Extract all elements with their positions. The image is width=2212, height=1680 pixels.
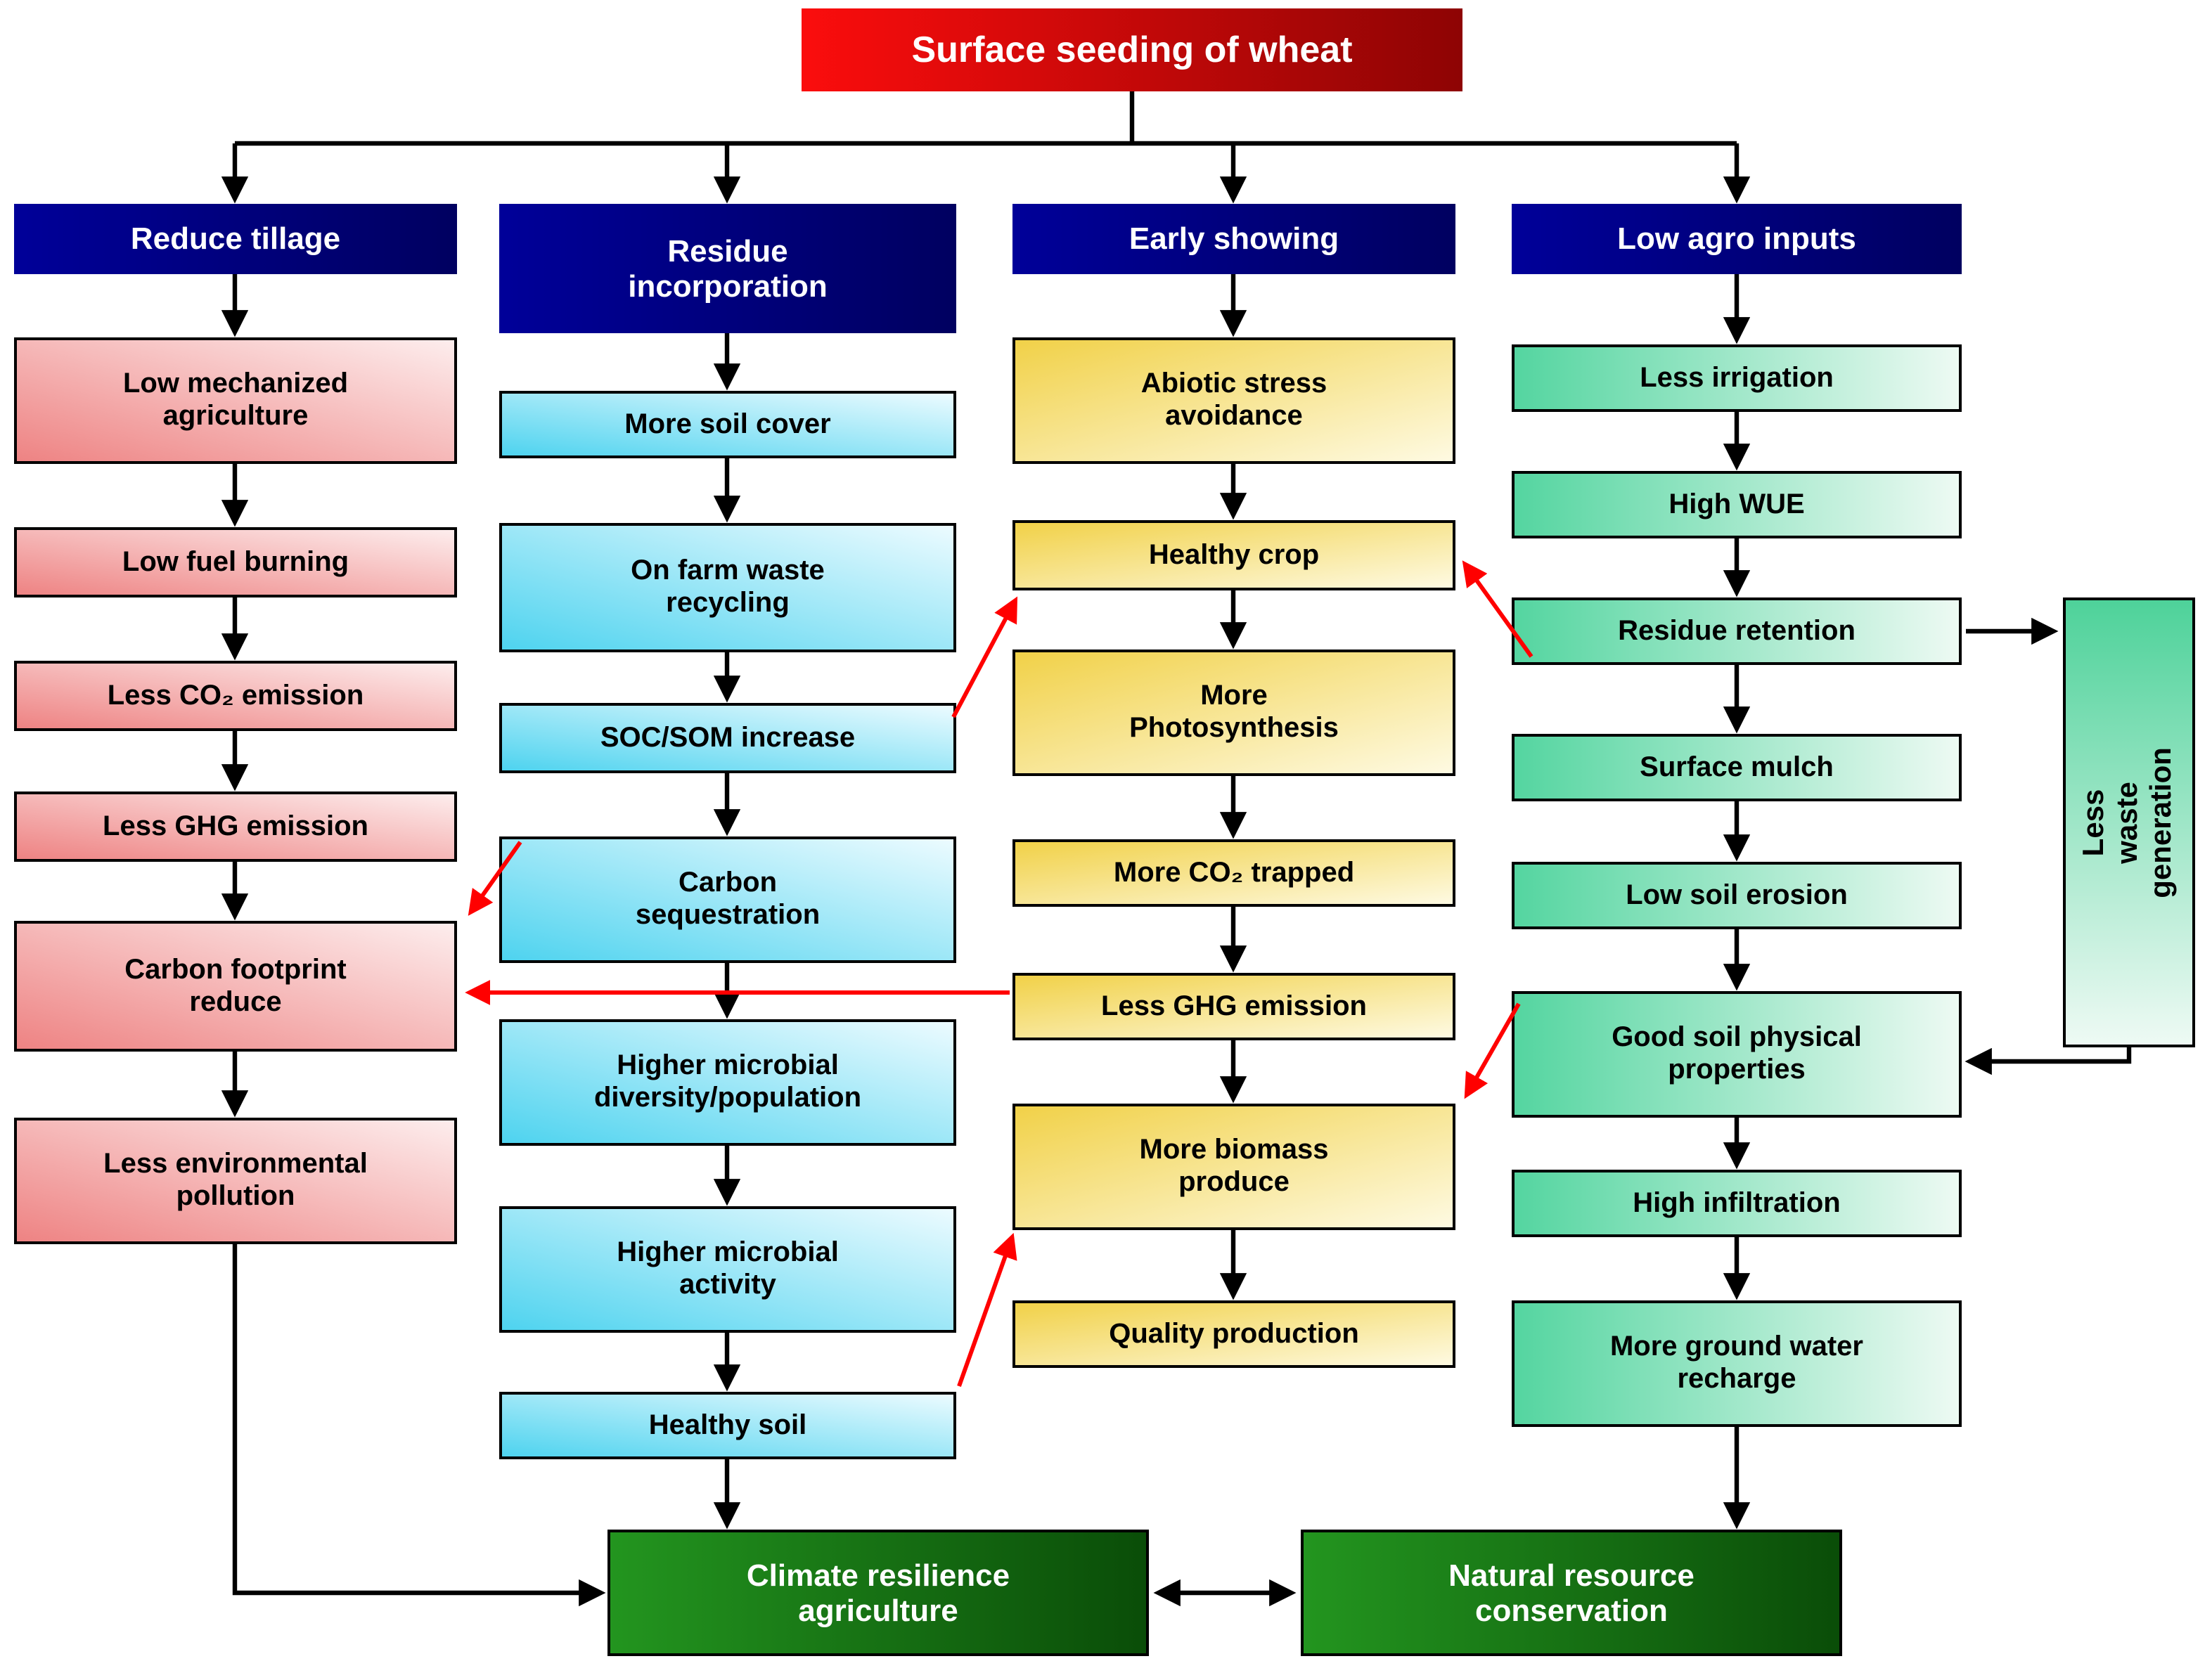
node-higher-microbial-activity: Higher microbial activity <box>499 1206 956 1333</box>
node-low-soil-erosion: Low soil erosion <box>1512 862 1962 929</box>
node-less-co2-emission: Less CO₂ emission <box>14 661 457 731</box>
node-carbon-footprint-reduce: Carbon footprint reduce <box>14 921 457 1052</box>
node-good-soil-physical-properties: Good soil physical properties <box>1512 991 1962 1118</box>
node-less-environmental-pollution: Less environmental pollution <box>14 1118 457 1244</box>
node-quality-production: Quality production <box>1012 1300 1455 1368</box>
title-surface-seeding-of-wheat: Surface seeding of wheat <box>802 8 1462 91</box>
node-residue-retention: Residue retention <box>1512 597 1962 665</box>
node-healthy-soil: Healthy soil <box>499 1392 956 1459</box>
node-on-farm-waste-recycling: On farm waste recycling <box>499 523 956 652</box>
node-low-mechanized-agriculture: Low mechanized agriculture <box>14 337 457 464</box>
node-abiotic-stress-avoidance: Abiotic stress avoidance <box>1012 337 1455 464</box>
node-climate-resilience-agriculture: Climate resilience agriculture <box>607 1530 1149 1656</box>
node-high-infiltration: High infiltration <box>1512 1170 1962 1237</box>
node-more-soil-cover: More soil cover <box>499 391 956 458</box>
node-more-biomass-produce: More biomass produce <box>1012 1104 1455 1230</box>
node-more-co2-trapped: More CO₂ trapped <box>1012 839 1455 907</box>
header-reduce-tillage: Reduce tillage <box>14 204 457 274</box>
node-natural-resource-conservation: Natural resource conservation <box>1301 1530 1842 1656</box>
node-low-fuel-burning: Low fuel burning <box>14 527 457 597</box>
node-less-ghg-emission-tillage: Less GHG emission <box>14 791 457 862</box>
header-low-agro-inputs: Low agro inputs <box>1512 204 1962 274</box>
node-carbon-sequestration: Carbon sequestration <box>499 836 956 963</box>
header-early-showing: Early showing <box>1012 204 1455 274</box>
node-more-ground-water-recharge: More ground water recharge <box>1512 1300 1962 1427</box>
node-soc-som-increase: SOC/SOM increase <box>499 703 956 773</box>
node-surface-mulch: Surface mulch <box>1512 734 1962 801</box>
node-less-waste-generation: Less waste generation <box>2063 597 2195 1047</box>
node-more-photosynthesis: More Photosynthesis <box>1012 650 1455 776</box>
node-higher-microbial-diversity-population: Higher microbial diversity/population <box>499 1019 956 1146</box>
node-less-ghg-emission-early: Less GHG emission <box>1012 973 1455 1040</box>
node-less-irrigation: Less irrigation <box>1512 344 1962 412</box>
less-waste-generation-label: Less waste generation <box>2078 747 2179 898</box>
node-healthy-crop: Healthy crop <box>1012 520 1455 590</box>
node-high-wue: High WUE <box>1512 471 1962 538</box>
header-residue-incorporation: Residue incorporation <box>499 204 956 333</box>
